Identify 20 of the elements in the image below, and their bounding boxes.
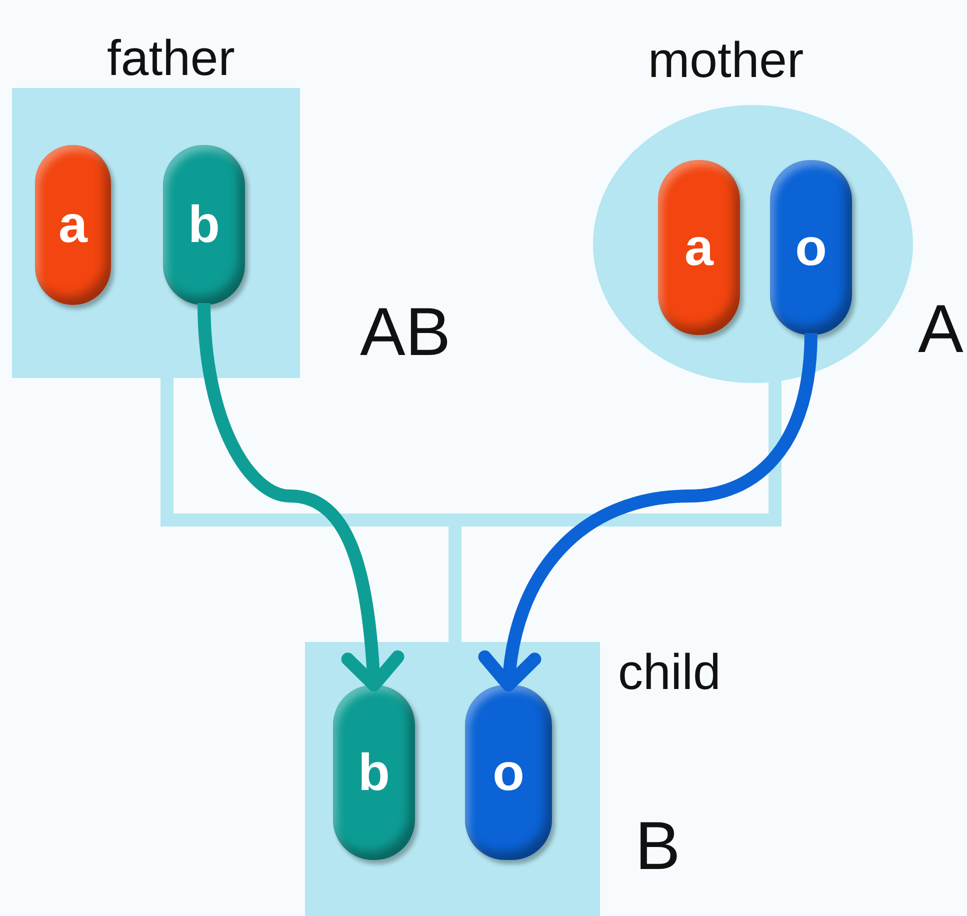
allele-letter: o — [795, 222, 827, 274]
allele-capsule — [333, 685, 415, 860]
allele-capsule — [465, 685, 552, 860]
allele-letter: a — [58, 199, 88, 251]
blood-type-label: AB — [360, 298, 451, 366]
allele-letter: b — [358, 746, 390, 798]
parent-label: mother — [648, 35, 804, 85]
allele-letter: b — [188, 199, 220, 251]
parent-label: child — [618, 647, 721, 697]
blood-type-label: B — [635, 812, 680, 880]
parent-label: father — [107, 33, 235, 83]
allele-capsule — [35, 145, 111, 305]
allele-capsule — [163, 145, 245, 305]
allele-letter: a — [684, 222, 714, 274]
blood-type-label: A — [918, 295, 964, 363]
allele-capsule — [770, 160, 852, 335]
allele-capsule — [658, 160, 740, 335]
allele-letter: o — [492, 746, 524, 798]
inheritance-arrow — [480, 332, 818, 692]
inheritance-arrow — [198, 302, 404, 692]
